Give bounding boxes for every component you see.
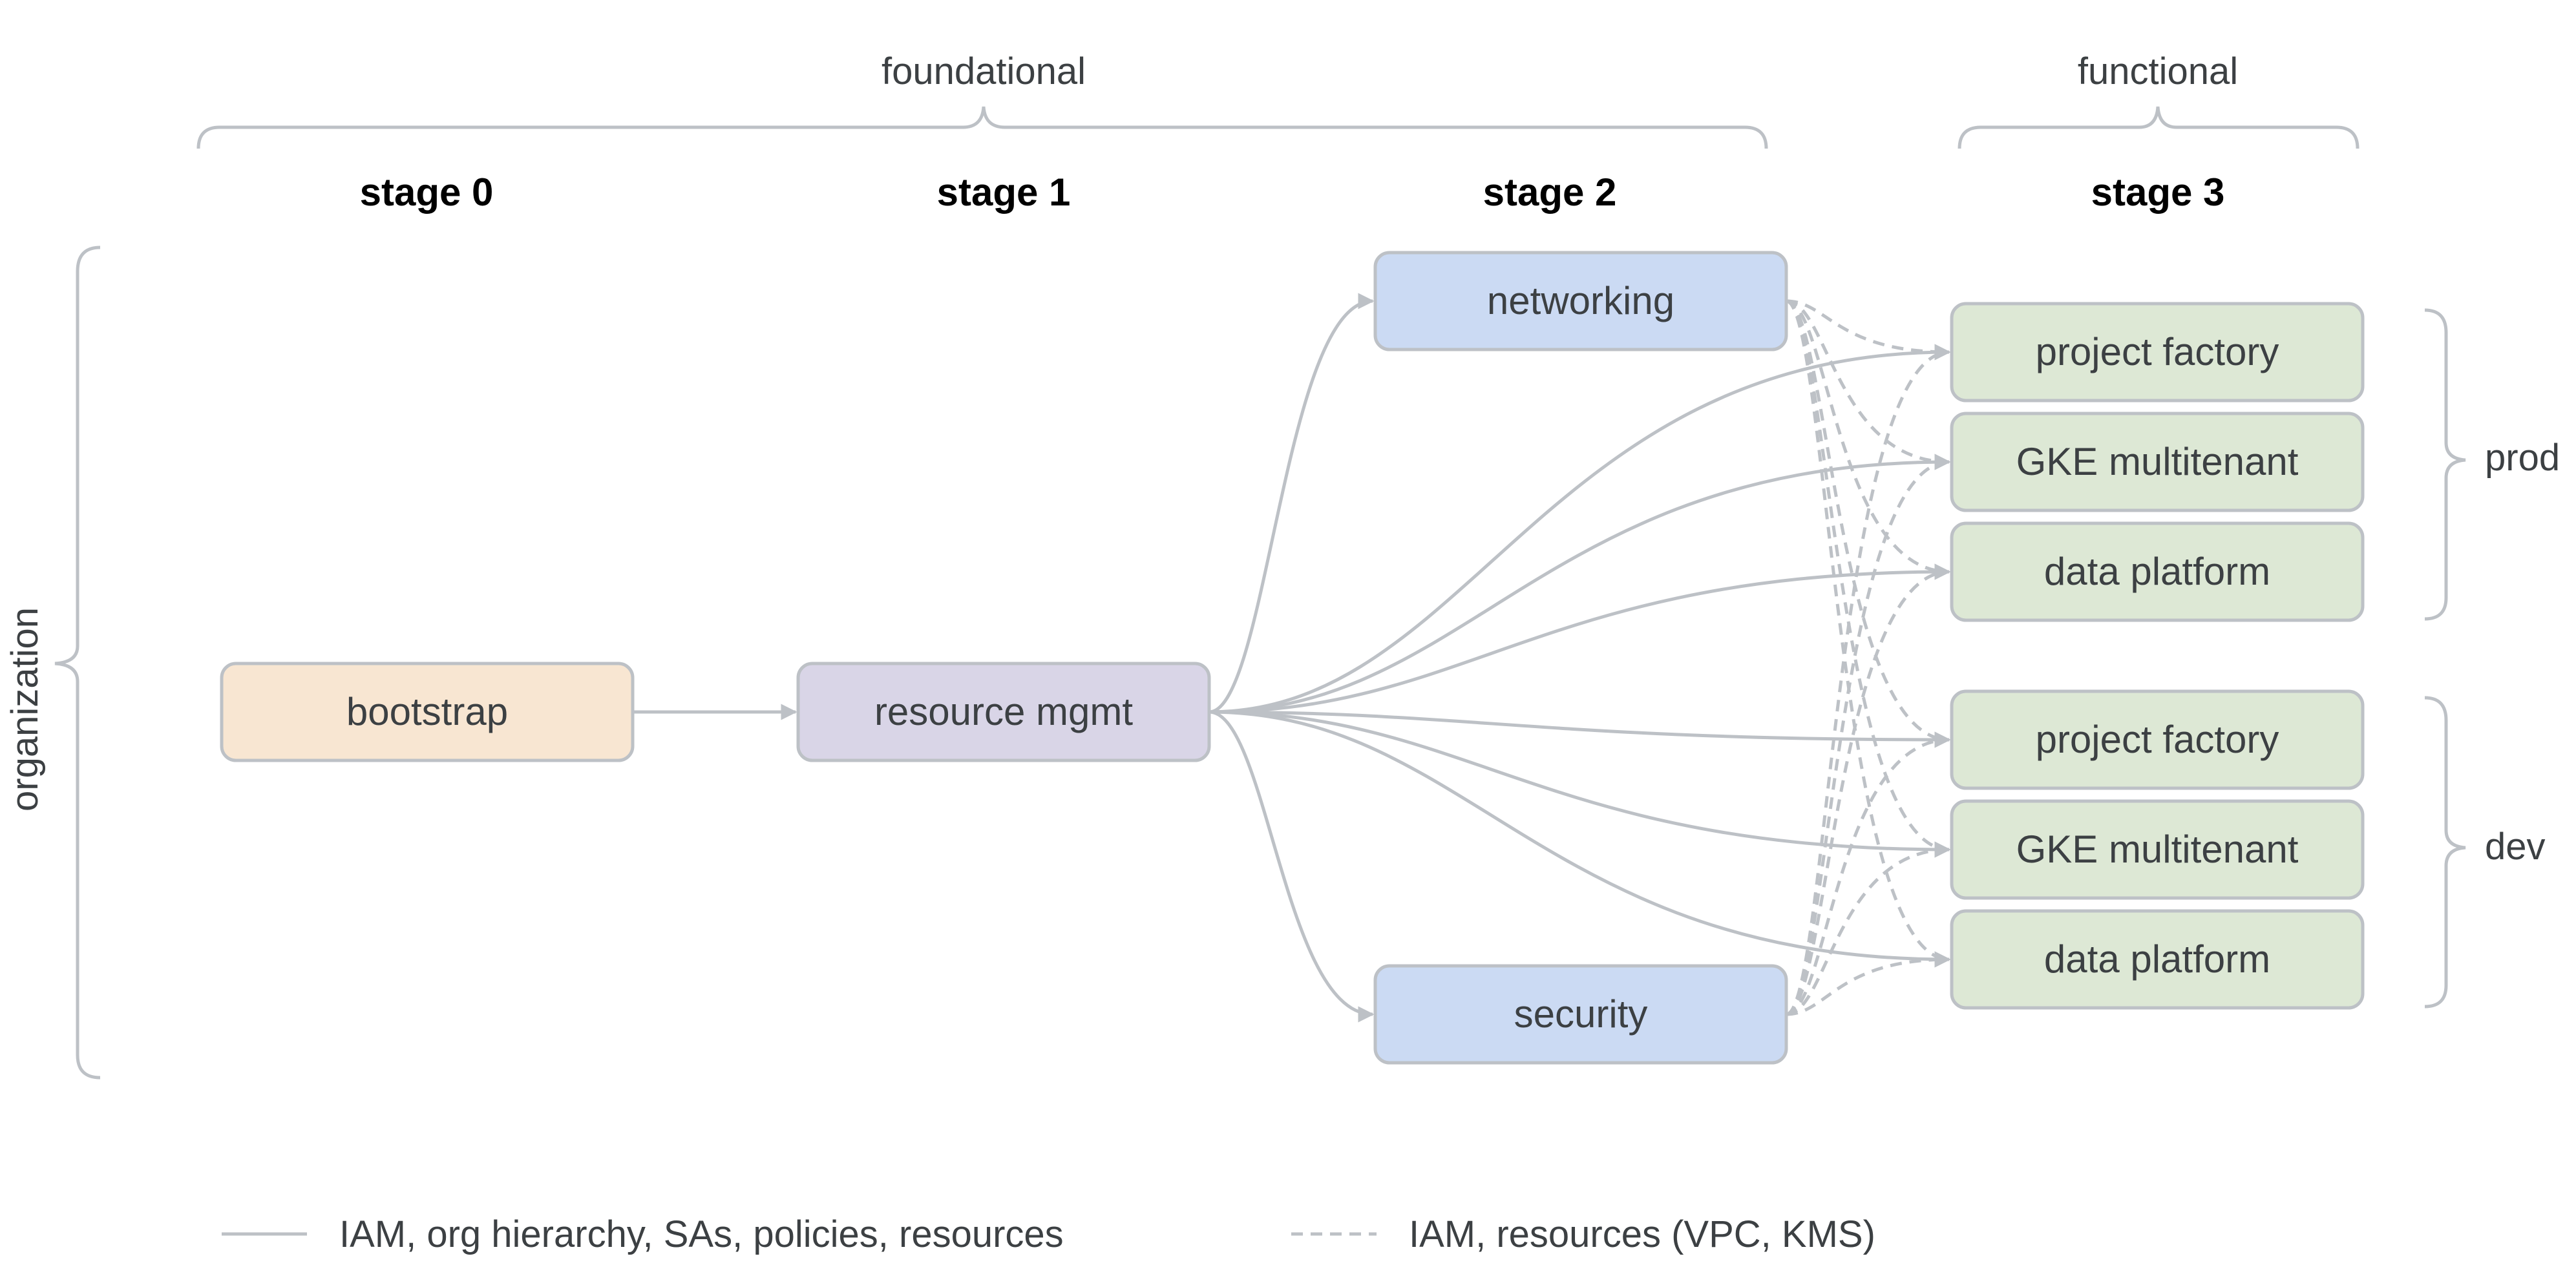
edge-dashed-networking-to-prod-data-platform	[1786, 299, 1951, 580]
stage-header-3: stage 3	[2091, 171, 2225, 214]
node-dev-project-factory[interactable]: project factory	[1950, 689, 2365, 790]
foundational-brace	[196, 106, 1768, 149]
organization-brace	[54, 246, 101, 1080]
node-prod-data-platform[interactable]: data platform	[1950, 521, 2365, 622]
node-label: project factory	[2036, 330, 2279, 373]
edge-solid-resource-mgmt-to-prod-gke-multitenant	[1209, 454, 1951, 714]
functional-brace	[1958, 106, 2360, 149]
dev-brace	[2424, 696, 2466, 1009]
edge-solid-resource-mgmt-to-dev-data-platform	[1209, 710, 1951, 968]
node-box	[220, 662, 635, 762]
group-label-foundational: foundational	[882, 50, 1086, 92]
edge-dashed-security-to-dev-data-platform	[1786, 951, 1951, 1016]
edge-dashed-security-to-dev-project-factory	[1786, 731, 1951, 1016]
node-label: GKE multitenant	[2016, 828, 2299, 871]
group-label-dev: dev	[2485, 826, 2546, 868]
edge-dashed-networking-to-prod-gke-multitenant	[1786, 299, 1951, 470]
edge-dashed-security-to-prod-project-factory	[1786, 344, 1951, 1016]
node-dev-data-platform[interactable]: data platform	[1950, 909, 2365, 1010]
stage-header-0: stage 0	[360, 171, 494, 214]
stage-header-1: stage 1	[937, 171, 1071, 214]
node-label: project factory	[2036, 718, 2279, 761]
prod-brace	[2424, 308, 2466, 621]
edge-solid-resource-mgmt-to-dev-gke-multitenant	[1209, 710, 1951, 858]
edge-solid-resource-mgmt-to-prod-data-platform	[1209, 563, 1951, 714]
edge-dashed-networking-to-dev-project-factory	[1786, 299, 1951, 748]
group-label-organization: organization	[4, 607, 46, 811]
node-box	[1950, 689, 2365, 790]
group-label-functional: functional	[2078, 50, 2238, 92]
node-label: GKE multitenant	[2016, 440, 2299, 483]
edge-dashed-networking-to-dev-gke-multitenant	[1786, 299, 1951, 858]
node-box	[796, 662, 1211, 762]
node-box	[1950, 521, 2365, 622]
edge-solid-resource-mgmt-to-networking	[1209, 293, 1375, 714]
legend-solid-label: IAM, org hierarchy, SAs, policies, resou…	[339, 1213, 1064, 1255]
group-label-prod: prod	[2485, 437, 2560, 479]
edge-dashed-networking-to-prod-project-factory	[1786, 299, 1951, 361]
node-prod-gke-multitenant[interactable]: GKE multitenant	[1950, 412, 2365, 512]
node-networking[interactable]: networking	[1373, 251, 1788, 351]
node-dev-gke-multitenant[interactable]: GKE multitenant	[1950, 799, 2365, 900]
node-box	[1950, 412, 2365, 512]
node-label: bootstrap	[346, 690, 508, 733]
stage-header-2: stage 2	[1483, 171, 1617, 214]
edge-solid-resource-mgmt-to-dev-project-factory	[1209, 710, 1951, 748]
node-label: resource mgmt	[874, 690, 1133, 733]
node-security[interactable]: security	[1373, 964, 1788, 1065]
node-box	[1373, 964, 1788, 1065]
node-label: data platform	[2044, 937, 2270, 981]
node-box	[1373, 251, 1788, 351]
edges-layer	[633, 293, 1951, 1023]
legend-dashed-label: IAM, resources (VPC, KMS)	[1409, 1213, 1875, 1255]
node-box	[1950, 799, 2365, 900]
edge-solid-resource-mgmt-to-security	[1209, 710, 1375, 1023]
node-resource-mgmt[interactable]: resource mgmt	[796, 662, 1211, 762]
node-label: security	[1514, 992, 1648, 1036]
edge-solid-resource-mgmt-to-prod-project-factory	[1209, 344, 1951, 714]
edge-dashed-security-to-dev-gke-multitenant	[1786, 841, 1951, 1016]
nodes-layer: bootstrap resource mgmt networking security…	[220, 251, 2365, 1065]
node-bootstrap[interactable]: bootstrap	[220, 662, 635, 762]
node-prod-project-factory[interactable]: project factory	[1950, 302, 2365, 402]
edge-dashed-networking-to-dev-data-platform	[1786, 299, 1951, 968]
node-box	[1950, 909, 2365, 1010]
node-box	[1950, 302, 2365, 402]
node-label: data platform	[2044, 550, 2270, 593]
node-label: networking	[1487, 279, 1674, 322]
